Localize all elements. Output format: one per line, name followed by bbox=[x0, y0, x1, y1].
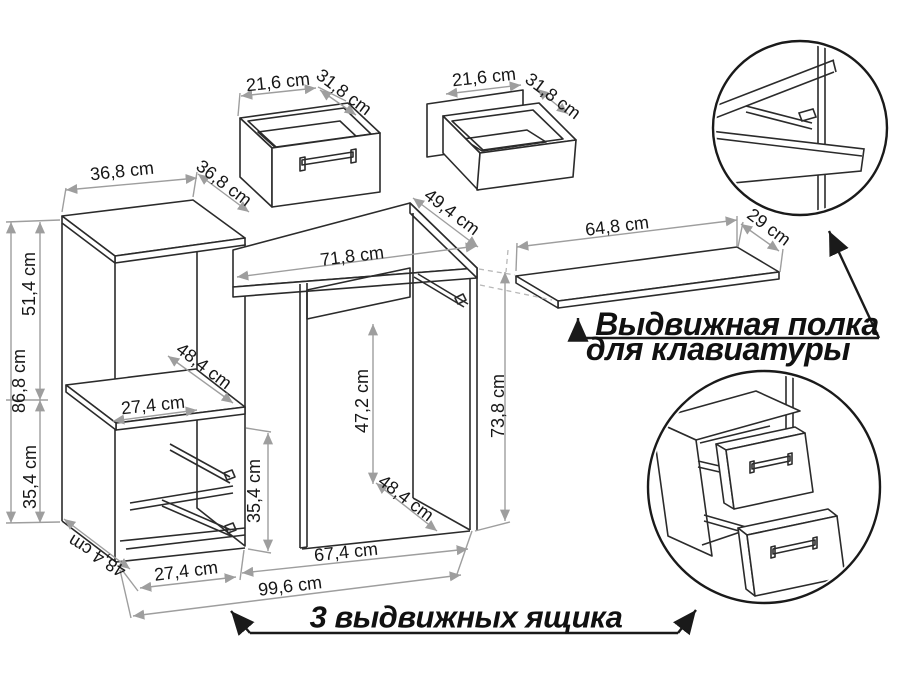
detail-circle-shelf bbox=[711, 39, 889, 217]
keyboard-shelf bbox=[515, 246, 780, 309]
dim-label-left-height-total: 86,8 cm bbox=[9, 348, 29, 414]
dim-label-kneehole-height: 47,2 cm bbox=[352, 368, 372, 434]
dim-label-left-height-lower: 35,4 cm bbox=[20, 444, 40, 510]
keyboard-shelf-caption-line2: для клавиатуры bbox=[585, 331, 851, 367]
drawer-box-left bbox=[239, 102, 381, 208]
drawer-box-right bbox=[426, 89, 577, 191]
projection-lines bbox=[478, 249, 553, 301]
dim-label-left-height-upper: 51,4 cm bbox=[19, 251, 39, 317]
keyboard-shelf-caption-line1: Выдвижная полка bbox=[595, 306, 879, 342]
detail-circle-drawers bbox=[646, 369, 882, 605]
leader-lines bbox=[230, 230, 881, 636]
dim-label-cabinet-inner-height: 35,4 cm bbox=[244, 458, 264, 524]
dim-label-desk-height: 73,8 cm bbox=[488, 373, 508, 439]
dimension-lines bbox=[5, 81, 784, 620]
drawers-caption: 3 выдвижных ящика bbox=[309, 599, 623, 635]
